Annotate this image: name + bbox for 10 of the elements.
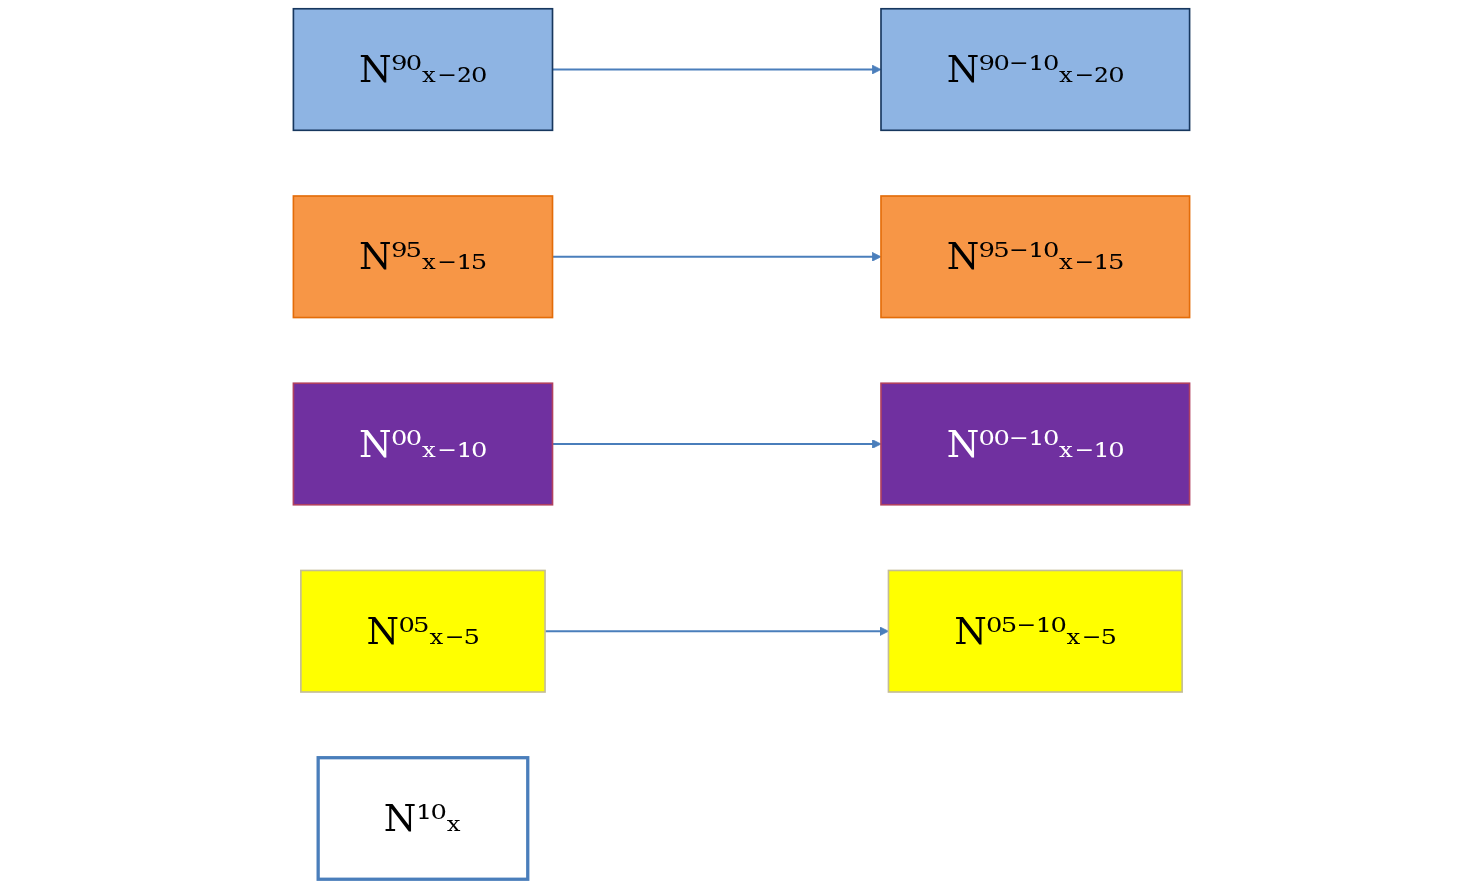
node-box: N⁹⁵⁻¹⁰ₓ₋₁₅ (880, 195, 1191, 319)
node-box: N⁹⁰ₓ₋₂₀ (292, 7, 554, 132)
node-box: N¹⁰ₓ (316, 756, 530, 881)
node-box: N⁰⁵ₓ₋₅ (300, 569, 546, 693)
node-box: N⁹⁰⁻¹⁰ₓ₋₂₀ (880, 7, 1191, 132)
node-box: N⁰⁰⁻¹⁰ₓ₋₁₀ (880, 382, 1191, 506)
node-box: N⁹⁵ₓ₋₁₅ (292, 195, 554, 319)
node-box: N⁰⁵⁻¹⁰ₓ₋₅ (887, 569, 1183, 693)
node-box: N⁰⁰ₓ₋₁₀ (292, 382, 554, 506)
arrow (545, 626, 889, 637)
